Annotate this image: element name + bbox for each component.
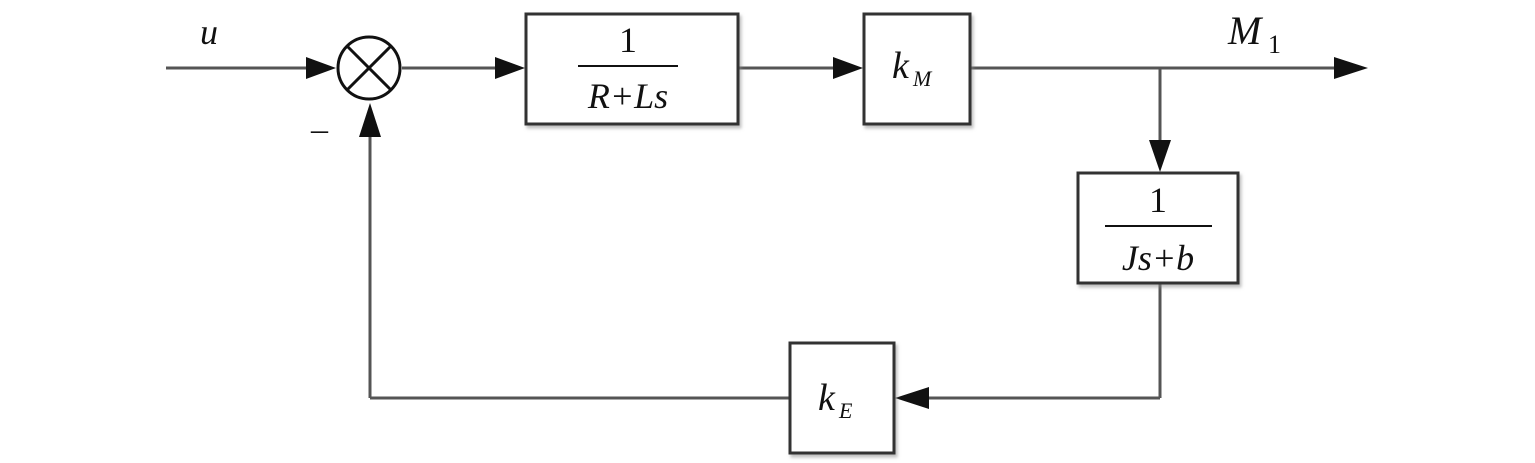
output-subscript: 1 xyxy=(1268,30,1281,59)
input-arrowhead xyxy=(306,57,336,79)
electrical-numerator: 1 xyxy=(619,20,637,60)
branch-arrowhead xyxy=(1149,140,1171,172)
electrical-transfer-block: 1 R+Ls xyxy=(524,12,740,126)
electrical-arrowhead xyxy=(495,57,525,79)
input-label: u xyxy=(200,12,218,52)
feedback-arrowhead xyxy=(359,103,381,137)
back-emf-arrowhead xyxy=(895,387,929,409)
torque-gain-label: k xyxy=(892,45,910,87)
output-label: M xyxy=(1227,8,1264,53)
gain-arrowhead xyxy=(833,57,863,79)
mechanical-numerator: 1 xyxy=(1149,180,1167,220)
mechanical-denominator: Js+b xyxy=(1122,238,1194,278)
back-emf-gain-block: k E xyxy=(788,341,896,455)
mechanical-transfer-block: 1 Js+b xyxy=(1076,171,1240,285)
feedback-sign-label: – xyxy=(310,111,329,148)
summing-junction xyxy=(336,35,402,101)
output-arrowhead xyxy=(1334,57,1368,79)
torque-gain-block: k M xyxy=(862,12,972,126)
back-emf-gain-label: k xyxy=(818,377,836,419)
torque-gain-subscript: M xyxy=(912,66,933,91)
back-emf-gain-subscript: E xyxy=(838,398,853,423)
electrical-denominator: R+Ls xyxy=(587,76,668,116)
